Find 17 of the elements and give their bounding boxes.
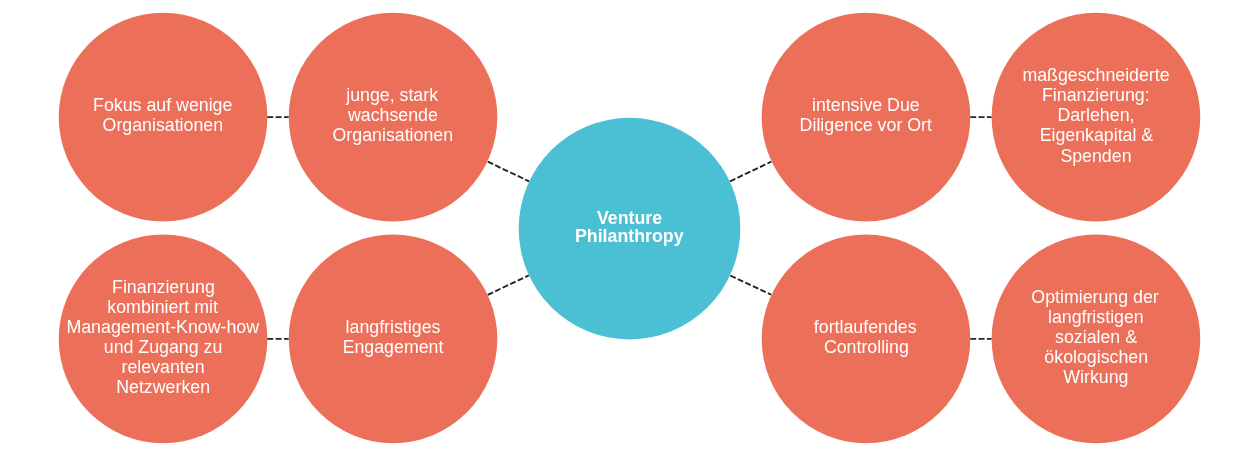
- node-circle: maßgeschneiderte Finanzierung: Darlehen, Eigenkapital & Spenden: [991, 12, 1200, 222]
- node-circle: junge, stark wachsende Organisationen: [288, 12, 497, 222]
- node-circle: Finanzierung kombiniert mit Management-Know-how und Zugang zu relevanten Netzwerken: [58, 234, 267, 444]
- connector: [968, 116, 992, 119]
- connector: [486, 160, 530, 183]
- connector: [728, 160, 772, 183]
- connector: [728, 274, 772, 296]
- node-circle: langfristiges Engagement: [288, 234, 497, 444]
- node-circle: Optimierung der langfristigen sozialen & ökologischen Wirkung: [991, 234, 1200, 444]
- node-circle: intensive Due Diligence vor Ort: [761, 12, 970, 222]
- node-circle: Venture Philanthropy: [518, 117, 740, 340]
- connector: [265, 337, 290, 340]
- node-circle: Fokus auf wenige Organisationen: [58, 12, 267, 222]
- node-circle: fortlaufendes Controlling: [761, 234, 970, 444]
- connector: [265, 116, 290, 119]
- connector: [968, 337, 992, 340]
- connector: [486, 274, 530, 296]
